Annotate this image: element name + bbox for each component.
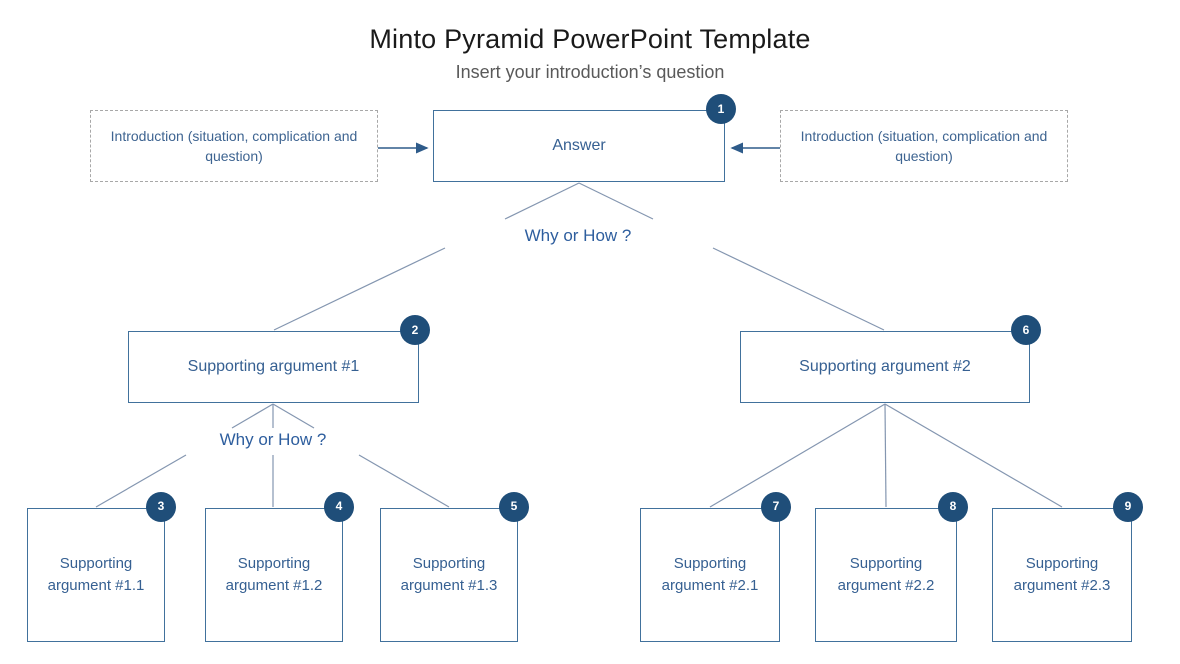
supporting-argument-1-1-label: Supporting argument #1.1: [47, 555, 145, 594]
question-label-left: Why or How ?: [213, 430, 333, 450]
fan-arg1: [95, 403, 450, 508]
supporting-argument-1-3-label: Supporting argument #1.3: [400, 555, 498, 594]
step-badge-9: 9: [1113, 492, 1143, 522]
intro-box-right-label: Introduction (situation, complication an…: [800, 127, 1048, 164]
supporting-argument-2-3-box: Supporting argument #2.3 9: [992, 492, 1143, 642]
fan-answer: [273, 182, 885, 331]
supporting-argument-1-1-box: Supporting argument #1.1 3: [27, 492, 176, 642]
supporting-argument-2-box: Supporting argument #2 6: [740, 315, 1041, 403]
step-badge-8: 8: [938, 492, 968, 522]
answer-label: Answer: [552, 137, 606, 154]
supporting-argument-1-box: Supporting argument #1 2: [128, 315, 430, 403]
supporting-argument-2-3-label: Supporting argument #2.3: [1013, 555, 1111, 594]
intro-box-left: Introduction (situation, complication an…: [90, 110, 378, 182]
question-label-top: Why or How ?: [518, 226, 638, 246]
step-badge-7: 7: [761, 492, 791, 522]
supporting-argument-2-2-box: Supporting argument #2.2 8: [815, 492, 968, 642]
step-badge-3: 3: [146, 492, 176, 522]
answer-box: Answer 1: [433, 94, 736, 182]
supporting-argument-2-label: Supporting argument #2: [799, 358, 971, 375]
supporting-argument-2-1-box: Supporting argument #2.1 7: [640, 492, 791, 642]
step-badge-1: 1: [706, 94, 736, 124]
supporting-argument-2-2-label: Supporting argument #2.2: [837, 555, 935, 594]
intro-box-right: Introduction (situation, complication an…: [780, 110, 1068, 182]
slide-subtitle: Insert your introduction’s question: [455, 62, 725, 82]
fan-arg2: [709, 403, 1063, 508]
step-badge-5: 5: [499, 492, 529, 522]
step-badge-2: 2: [400, 315, 430, 345]
supporting-argument-2-1-label: Supporting argument #2.1: [661, 555, 759, 594]
supporting-argument-1-label: Supporting argument #1: [187, 358, 360, 375]
supporting-argument-1-2-box: Supporting argument #1.2 4: [205, 492, 354, 642]
slide-title: Minto Pyramid PowerPoint Template: [369, 24, 811, 54]
supporting-argument-1-2-label: Supporting argument #1.2: [225, 555, 323, 594]
step-badge-6: 6: [1011, 315, 1041, 345]
step-badge-4: 4: [324, 492, 354, 522]
intro-box-left-label: Introduction (situation, complication an…: [110, 127, 358, 164]
supporting-argument-1-3-box: Supporting argument #1.3 5: [380, 492, 529, 642]
